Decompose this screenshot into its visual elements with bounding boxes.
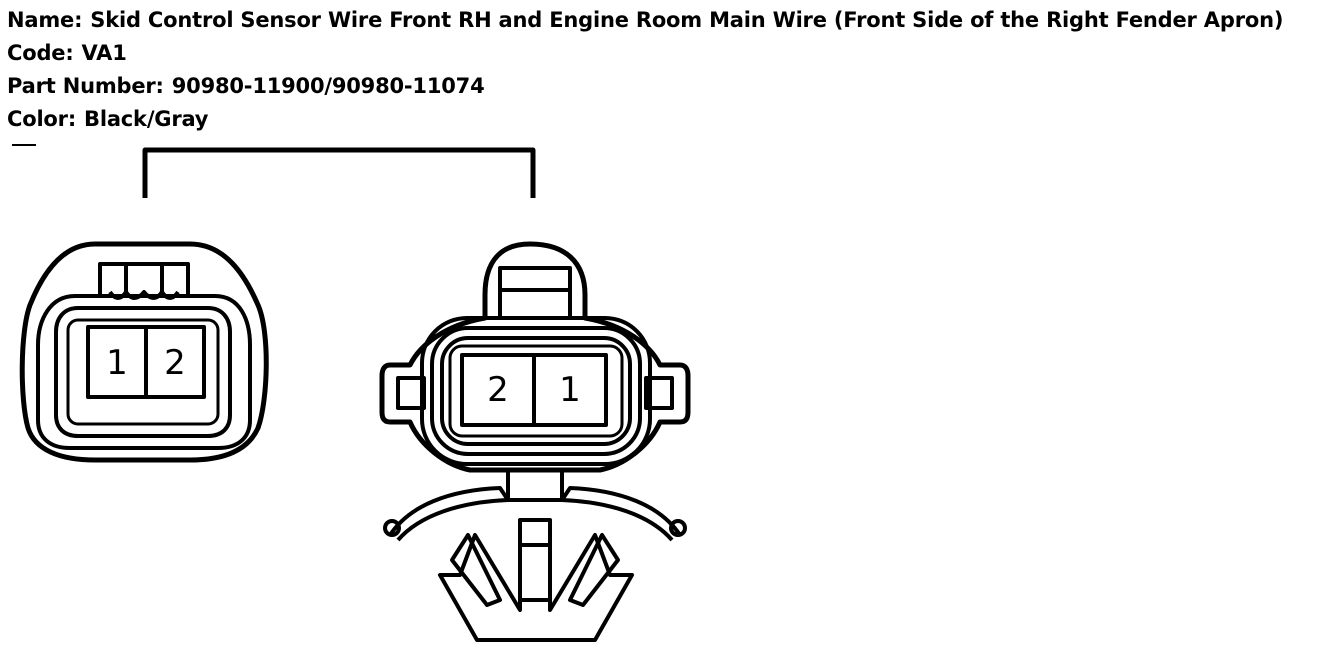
- left-pin-number: 2: [164, 343, 186, 383]
- left-inner-shell: [36, 294, 252, 450]
- right-clip-base: [438, 518, 634, 642]
- right-clip-wing-left-tip: [383, 519, 401, 537]
- part-number-row: Part Number: 90980-11900/90980-11074: [7, 70, 1283, 103]
- right-shell-3: [440, 336, 632, 446]
- right-shell-1: [420, 316, 652, 466]
- right-side-tab-right: [644, 376, 674, 410]
- code-label: Code:: [7, 41, 74, 65]
- left-pin-number: 1: [106, 343, 128, 383]
- name-value: Skid Control Sensor Wire Front RH and En…: [90, 8, 1284, 32]
- part-number-value: 90980-11900/90980-11074: [171, 74, 485, 98]
- color-row: Color: Black/Gray: [7, 103, 1283, 136]
- right-pin-cell-1: [532, 353, 608, 427]
- left-outer-shell: [19, 241, 269, 463]
- code-row: Code: VA1: [7, 37, 1283, 70]
- color-value: Black/Gray: [84, 107, 209, 131]
- right-clip-barb-right: [568, 533, 620, 607]
- name-row: Name: Skid Control Sensor Wire Front RH a…: [7, 4, 1283, 37]
- right-clip-wing-right: [560, 486, 682, 542]
- connector-info: Name: Skid Control Sensor Wire Front RH a…: [7, 4, 1283, 136]
- left-pin-cell-2: [144, 325, 206, 399]
- right-clip-neck: [506, 470, 564, 502]
- mating-bracket: [142, 147, 536, 198]
- right-cavity: [448, 344, 624, 438]
- part-number-label: Part Number:: [7, 74, 164, 98]
- right-clip-barb-left: [450, 533, 502, 607]
- left-cavity-frame: [54, 306, 232, 438]
- right-latch: [498, 266, 572, 320]
- left-lock-arcs: [108, 290, 180, 300]
- connector-right: 2 1: [379, 241, 691, 642]
- code-value: VA1: [81, 41, 127, 65]
- right-pin-number: 2: [487, 370, 509, 410]
- right-pin-number: 1: [559, 370, 581, 410]
- color-label: Color:: [7, 107, 77, 131]
- right-clip-wing-right-tip: [669, 519, 687, 537]
- left-lock-tab: [98, 262, 190, 296]
- right-clip-wing-left: [388, 486, 510, 542]
- left-cavity-inner: [66, 318, 220, 426]
- name-label: Name:: [7, 8, 83, 32]
- connector-left: 1 2: [19, 241, 269, 463]
- right-shell-2: [430, 326, 642, 456]
